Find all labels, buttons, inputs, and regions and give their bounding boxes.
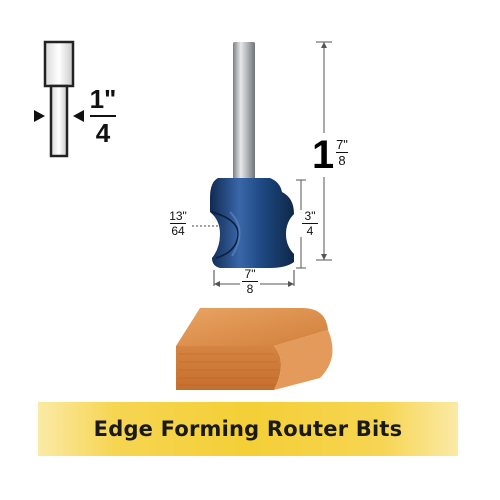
fraction-bar — [90, 115, 116, 117]
fraction-bar — [242, 281, 258, 282]
bit-shank — [233, 42, 255, 192]
shank-diameter-icon — [34, 40, 84, 158]
overall-length-numerator: 7" — [336, 137, 348, 152]
shank-diameter-numerator: 1" — [89, 84, 117, 114]
bit-cutter — [210, 178, 294, 268]
cut-diameter-numerator: 7" — [244, 267, 256, 281]
fraction-bar — [302, 223, 318, 224]
overall-length-fraction: 7" 8 — [333, 138, 351, 167]
radius-numerator: 13" — [169, 209, 187, 223]
router-bit-illustration — [190, 42, 295, 286]
category-banner: Edge Forming Router Bits — [38, 402, 458, 456]
radius-label: 13" 64 — [166, 210, 190, 237]
banner-label: Edge Forming Router Bits — [93, 417, 403, 441]
cut-height-label: 3" 4 — [300, 210, 320, 237]
overall-length-denominator: 8 — [338, 153, 346, 168]
fraction-bar — [336, 152, 348, 153]
cut-diameter-label: 7" 8 — [240, 268, 260, 295]
cut-diameter-denominator: 8 — [246, 282, 254, 296]
fraction-bar — [170, 223, 186, 224]
overall-length-whole: 1 — [312, 133, 335, 177]
cut-height-denominator: 4 — [306, 224, 314, 238]
wood-profile-sample — [176, 308, 333, 390]
radius-denominator: 64 — [171, 224, 185, 238]
shank-diameter-denominator: 4 — [95, 118, 111, 148]
shank-diameter-label: 1" 4 — [86, 86, 120, 146]
cut-height-numerator: 3" — [304, 209, 316, 223]
overall-length-label: 1 — [312, 133, 335, 177]
